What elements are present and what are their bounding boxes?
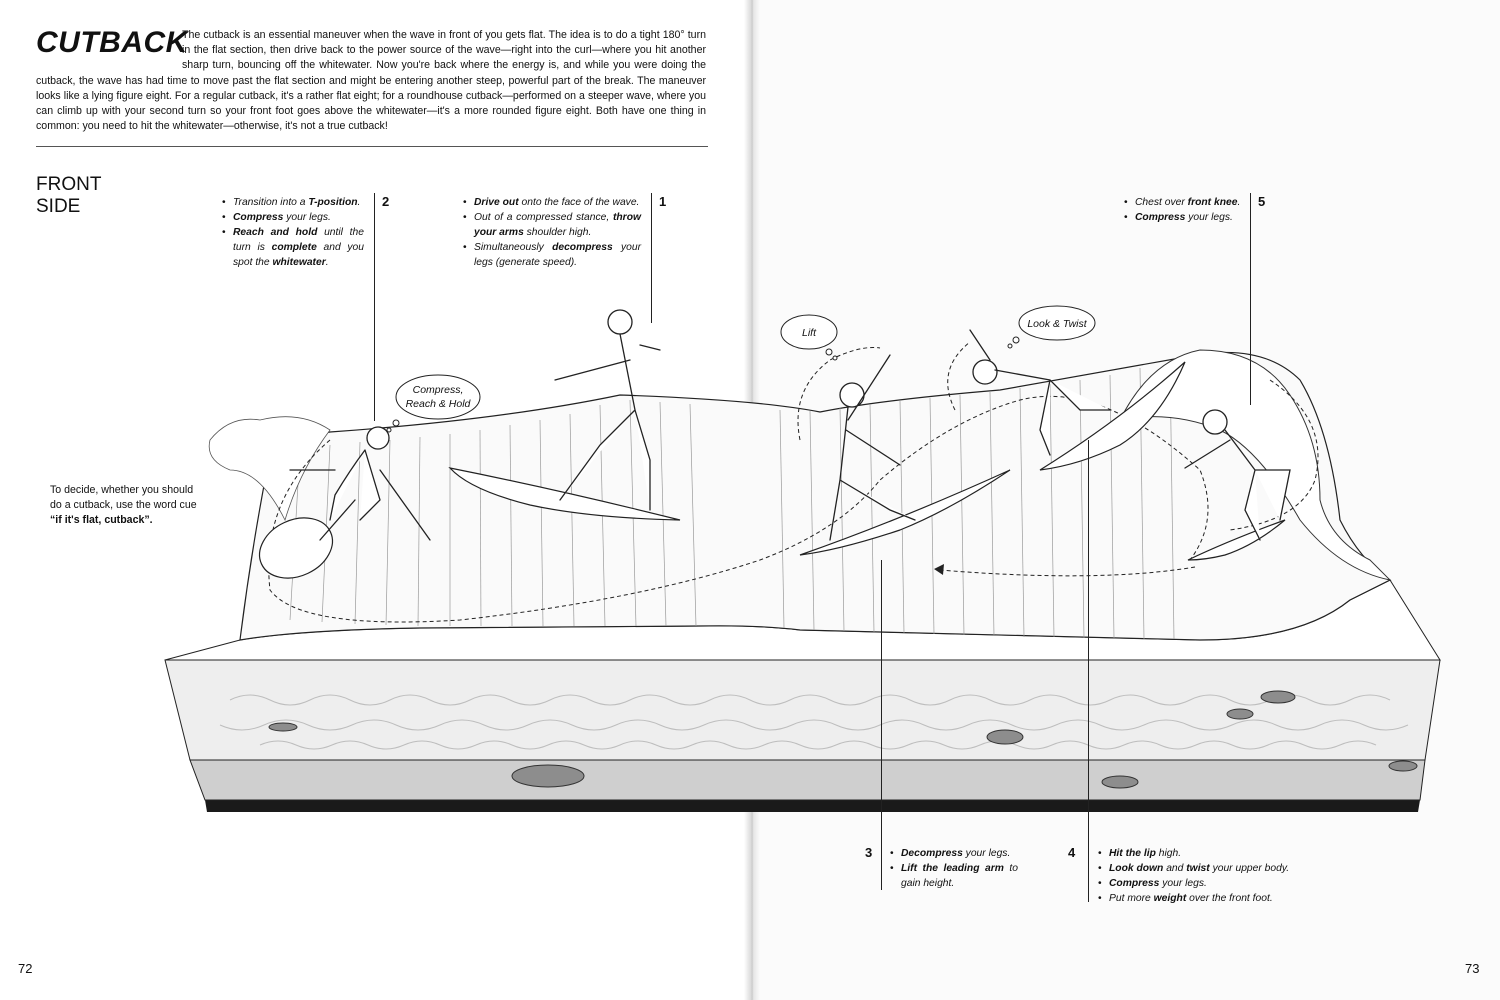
intro-text: The cutback is an essential maneuver whe…	[36, 29, 706, 133]
tip-note: To decide, whether you should do a cutba…	[50, 483, 197, 528]
step-3-bullet-1: Decompress your legs.	[890, 846, 1018, 861]
seabed-rocks	[268, 690, 1418, 789]
surfer-figures	[289, 309, 1291, 541]
return-arrow-head	[934, 564, 944, 575]
surfer-5	[1184, 409, 1291, 541]
thought-bubble-lift	[780, 314, 838, 361]
step-1-bullet-2: Out of a compressed stance, throw your a…	[463, 210, 641, 240]
step-1-instructions: Drive out onto the face of the wave. Out…	[463, 195, 641, 270]
step-3-number: 3	[865, 845, 873, 860]
tip-line2: do a cutback, use the word cue	[50, 499, 197, 511]
step-2-number: 2	[382, 194, 390, 209]
curl-loop	[1229, 379, 1319, 531]
surfer-3	[829, 354, 916, 541]
step-2-bullet-2: Compress your legs.	[222, 210, 364, 225]
surfer-1	[554, 309, 661, 511]
step-3-bullet-2: Lift the leading arm to gain height.	[890, 861, 1018, 891]
step-1-leader-line	[651, 193, 652, 323]
step-1-bullet-1: Drive out onto the face of the wave.	[463, 195, 641, 210]
step-4-bullet-3: Compress your legs.	[1098, 876, 1308, 891]
step-1-bullet-3: Simultaneously decompress your legs (gen…	[463, 240, 641, 270]
bubble-compress-line1: Compress,	[413, 384, 464, 396]
step-4-number: 4	[1068, 845, 1076, 860]
step-5-number: 5	[1258, 194, 1266, 209]
step-4-leader-line	[1088, 440, 1089, 902]
thought-bubble-compress	[386, 374, 481, 433]
bubble-compress-line2: Reach & Hold	[406, 398, 472, 410]
twist-arc	[947, 341, 971, 411]
sand-floor	[189, 759, 1426, 801]
step-4-bullet-4: Put more weight over the front foot.	[1098, 891, 1308, 906]
block-shadow	[205, 800, 1420, 812]
section-heading-line1: FRONT	[36, 174, 102, 195]
step-2-instructions: Transition into a T-position. Compress y…	[222, 195, 364, 270]
step-5-instructions: Chest over front knee. Compress your leg…	[1124, 195, 1250, 225]
page-title: CUTBACK	[36, 26, 188, 59]
bubble-look-twist: Look & Twist	[1027, 318, 1087, 330]
bubble-lift: Lift	[802, 327, 817, 339]
intro-paragraph: The cutback is an essential maneuver whe…	[36, 28, 706, 134]
step-3-leader-line	[881, 560, 882, 890]
section-heading-line2: SIDE	[36, 196, 81, 217]
step-4-bullet-2: Look down and twist your upper body.	[1098, 861, 1308, 876]
thought-bubble-look-twist	[1007, 305, 1096, 349]
page-number-right: 73	[1465, 961, 1480, 976]
step-1-number: 1	[659, 194, 667, 209]
step-4-bullet-1: Hit the lip high.	[1098, 846, 1308, 861]
step-3-instructions: Decompress your legs. Lift the leading a…	[890, 846, 1018, 891]
surfer-4	[969, 329, 1111, 456]
section-heading: FRONT SIDE	[36, 174, 101, 218]
step-5-bullet-1: Chest over front knee.	[1124, 195, 1250, 210]
step-2-bullet-1: Transition into a T-position.	[222, 195, 364, 210]
page-number-left: 72	[18, 961, 33, 976]
step-2-bullet-3: Reach and hold until the turn is complet…	[222, 225, 364, 270]
water-caustics	[219, 694, 1409, 750]
tip-cue: “if it's flat, cutback”.	[50, 514, 153, 526]
lift-arc	[797, 347, 881, 441]
tip-line1: To decide, whether you should	[50, 484, 194, 496]
step-2-leader-line	[374, 193, 375, 421]
step-5-bullet-2: Compress your legs.	[1124, 210, 1250, 225]
header-divider	[36, 146, 708, 147]
foam-left	[208, 416, 331, 522]
step-4-instructions: Hit the lip high. Look down and twist yo…	[1098, 846, 1308, 906]
surfer-2	[289, 426, 431, 541]
step-5-leader-line	[1250, 193, 1251, 405]
